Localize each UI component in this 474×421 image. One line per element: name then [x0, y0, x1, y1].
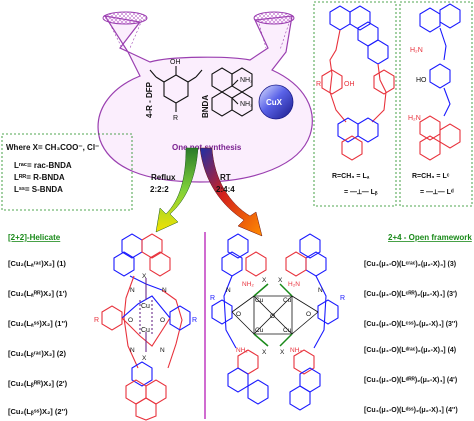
cux-label: CuX: [266, 98, 283, 107]
framework-nh2-2: H₂N: [288, 281, 300, 288]
arrow-rt: [199, 147, 263, 237]
dfp-oh-label: OH: [170, 59, 181, 66]
framework-item-5: [Cu₄(μ₄-O)(Lᵈᴿᴿ)₂(μ₂-X)₄] (4'): [364, 377, 457, 384]
framework-item-1: [Cu₄(μ₄-O)(Lᶜʳᵃᶜ)₂(μ₂-X)₄] (3): [364, 261, 456, 268]
helicate-n-4: N: [160, 347, 165, 354]
helicate-o-right: O: [160, 317, 165, 324]
legend-rr: Lᴿᴿ= R-BNDA: [14, 173, 65, 182]
framework-nh2-3: NH₂: [236, 347, 248, 354]
legend-where: Where X= CH₃COO⁻, Cl⁻: [6, 143, 99, 152]
rt-ratio: 2:4:4: [216, 185, 235, 194]
framework-heading: 2+4 - Open framework: [388, 233, 472, 242]
helicate-cu-top: Cu: [141, 303, 150, 310]
helicate-x-top: X: [142, 273, 147, 280]
ligand-lc: [419, 3, 461, 161]
cux-sphere: [258, 84, 294, 120]
dfp-molecule: [149, 66, 203, 112]
reflux-ratio: 2:2:2: [150, 185, 169, 194]
framework-item-3: [Cu₄(μ₄-O)(Lᶜˢˢ)₂(μ₂-X)₄] (3''): [364, 321, 458, 328]
lc-h2n-bottom: H₂N: [408, 115, 421, 122]
framework-x-2: X: [278, 277, 283, 284]
flask-caption: One pot synthesis: [172, 143, 242, 152]
helicate-item-4: [Cu₂(Lᵦʳᵃᶜ)X₂] (2): [8, 349, 66, 358]
la-r-label: R: [316, 81, 321, 88]
lc-h2n-top: H₂N: [410, 47, 423, 54]
helicate-item-1: [Cu₂(Lₐʳᵃᶜ)X₂] (1): [8, 259, 66, 268]
helicate-item-5: [Cu₂(Lᵦᴿᴿ)X₂] (2'): [8, 379, 68, 388]
framework-n-2: N: [318, 287, 323, 294]
lc-caption: R=CH₃ = Lᶜ: [412, 173, 450, 180]
bnda-nh2-top: NH₂: [240, 77, 253, 84]
framework-cu-3: Cu: [255, 327, 264, 334]
helicate-r-left: R: [94, 317, 99, 324]
framework-o-center: O: [270, 313, 275, 320]
framework-nh2-4: NH₂: [290, 347, 302, 354]
framework-x-1: X: [262, 277, 267, 284]
helicate-o-left: O: [128, 317, 133, 324]
lb-caption: = —⟂— Lᵦ: [344, 189, 378, 196]
helicate-n-1: N: [130, 287, 135, 294]
la-caption: R=CH₃ = Lₐ: [332, 173, 370, 180]
flask-neck-left: [102, 11, 148, 25]
flask-neck-right: [253, 11, 295, 25]
framework-x-4: X: [280, 349, 285, 356]
framework-item-2: [Cu₄(μ₄-O)(Lᶜᴿᴿ)₂(μ₂-X)₄] (3'): [364, 291, 457, 298]
reaction-arrows: Reflux 2:2:2 RT 2:4:4: [150, 147, 263, 237]
helicate-item-6: [Cu₂(Lᵦˢˢ)X₂] (2''): [8, 407, 68, 416]
la-oh-label: OH: [344, 81, 355, 88]
helicate-item-3: [Cu₂(Lₐˢˢ)X₂] (1''): [8, 319, 68, 328]
framework-o-left: O: [236, 311, 241, 318]
arrow-reflux: [155, 147, 199, 233]
dfp-label: 4-R - DFP: [145, 81, 154, 118]
framework-o-right: O: [306, 311, 311, 318]
framework-item-6: [Cu₄(μ₄-O)(Lᵈˢˢ)₂(μ₂-X)₄] (4''): [364, 407, 458, 414]
helicate-n-3: N: [130, 347, 135, 354]
rt-label: RT: [220, 173, 231, 182]
reaction-flask: OH R 4-R - DFP NH₂ NH₂ BNDA CuX One pot …: [97, 11, 313, 183]
bnda-nh2-bottom: NH₂: [240, 101, 253, 108]
bnda-label: BNDA: [201, 95, 210, 118]
legend-border: [1, 133, 133, 211]
framework-cu-4: Cu: [283, 327, 292, 334]
reflux-label: Reflux: [151, 173, 176, 182]
helicate-cu-bottom: Cu: [141, 327, 150, 334]
framework-cu-2: Cu: [283, 297, 292, 304]
ligand-box-right: [399, 1, 473, 207]
flask-neck-right-mesh: [257, 19, 291, 51]
bnda-molecule: [211, 67, 253, 117]
legend-box: Where X= CH₃COO⁻, Cl⁻ Lʳᵃᶜ= rac-BNDA Lᴿᴿ…: [1, 133, 133, 211]
framework-n-1: N: [226, 287, 231, 294]
helicate-heading: [2+2]-Helicate: [8, 233, 61, 242]
ld-caption: = —⟂— Lᵈ: [420, 189, 454, 196]
dfp-r-label: R: [173, 115, 178, 122]
framework-x-3: X: [262, 349, 267, 356]
flask-body: [97, 15, 313, 183]
helicate-item-2: [Cu₂(Lₐᴿᴿ)X₂] (1'): [8, 289, 67, 298]
framework-structure: [211, 233, 339, 411]
framework-panel: 2+4 - Open framework [Cu₄(μ₄-O)(Lᶜʳᵃᶜ)₂(…: [210, 233, 472, 414]
framework-item-4: [Cu₄(μ₄-O)(Lᵈʳᵃᶜ)₂(μ₂-X)₄] (4): [364, 347, 456, 354]
flask-neck-left-mesh: [107, 19, 143, 49]
lc-ho-label: HO: [416, 77, 427, 84]
helicate-r-right: R: [192, 317, 197, 324]
framework-r-left: R: [210, 295, 215, 302]
framework-cu-1: Cu: [255, 297, 264, 304]
legend-ss: Lˢˢ= S-BNDA: [14, 185, 63, 194]
helicate-x-bottom: X: [142, 355, 147, 362]
macrocycle-la: [321, 5, 395, 161]
ligand-boxes: R OH R=CH₃ = Lₐ = —⟂— Lᵦ H₂N HO H₂N R=CH…: [313, 1, 473, 207]
framework-r-right: R: [340, 295, 345, 302]
helicate-n-2: N: [162, 287, 167, 294]
framework-nh2-1: NH₂: [242, 281, 254, 288]
legend-rac: Lʳᵃᶜ= rac-BNDA: [14, 161, 72, 170]
helicate-structure: [101, 233, 191, 421]
helicate-panel: [2+2]-Helicate [Cu₂(Lₐʳᵃᶜ)X₂] (1) [Cu₂(L…: [8, 233, 197, 421]
ligand-box-left: [313, 1, 397, 207]
